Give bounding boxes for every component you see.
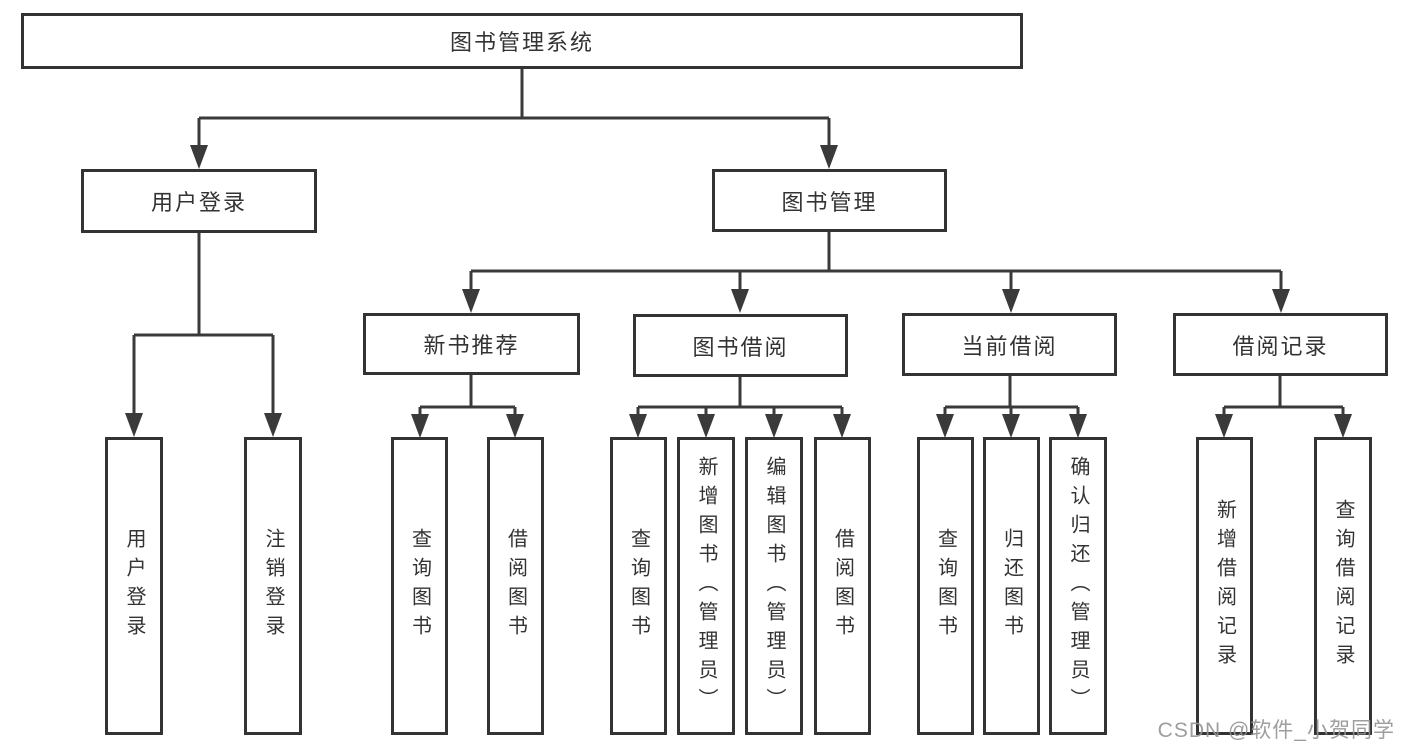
connector-currentborrow-to-children [943, 376, 1080, 415]
connector-bookborrow-to-children [636, 376, 844, 415]
arrowhead [833, 414, 851, 438]
arrowhead [697, 414, 715, 438]
arrowhead [765, 414, 783, 438]
leaf-label: 新增借阅记录 [1213, 499, 1236, 673]
leaf-current-confirm-admin: 确认归还（管理员） [1049, 437, 1107, 735]
arrowhead [462, 289, 480, 313]
arrowhead [411, 414, 429, 438]
arrowhead [820, 145, 838, 169]
connector-userlogin-to-children [132, 233, 275, 414]
node-user-login: 用户登录 [81, 169, 317, 233]
arrowhead [1215, 414, 1233, 438]
leaf-label: 用户登录 [123, 528, 145, 644]
leaf-user-login: 用户登录 [105, 437, 163, 735]
arrowhead [125, 413, 143, 437]
leaf-newbook-borrow: 借阅图书 [487, 437, 544, 735]
arrowhead [936, 414, 954, 438]
arrowhead [1334, 414, 1352, 438]
leaf-current-query: 查询图书 [917, 437, 974, 735]
leaf-label: 借阅图书 [831, 528, 854, 644]
leaf-label: 归还图书 [1000, 528, 1023, 644]
node-borrow-record: 借阅记录 [1173, 313, 1388, 376]
arrowhead [1272, 289, 1290, 313]
leaf-label: 查询图书 [408, 528, 431, 644]
leaf-record-query: 查询借阅记录 [1314, 437, 1372, 735]
leaf-borrow-borrow: 借阅图书 [814, 437, 871, 735]
leaf-label: 确认归还（管理员） [1067, 455, 1089, 717]
arrowhead [1069, 414, 1087, 438]
connector-newbook-to-children [418, 375, 517, 415]
leaf-label: 查询图书 [627, 528, 650, 644]
node-current-borrow: 当前借阅 [902, 313, 1117, 376]
node-book-management: 图书管理 [712, 169, 947, 232]
leaf-label: 借阅图书 [504, 528, 527, 644]
node-book-borrow: 图书借阅 [633, 314, 848, 377]
leaf-borrow-edit-admin: 编辑图书（管理员） [745, 437, 803, 735]
arrowhead [1002, 414, 1020, 438]
csdn-watermark: CSDN @软件_小贺同学 [1157, 719, 1395, 742]
node-new-book-recommend: 新书推荐 [363, 313, 580, 375]
arrowhead [1002, 289, 1020, 313]
leaf-record-add: 新增借阅记录 [1196, 437, 1253, 735]
leaf-label: 编辑图书（管理员） [763, 455, 785, 717]
arrowhead [190, 145, 208, 169]
arrowhead [264, 413, 282, 437]
leaf-logout: 注销登录 [244, 437, 302, 735]
leaf-newbook-query: 查询图书 [391, 437, 448, 735]
connector-root-to-level2 [197, 69, 831, 146]
leaf-label: 注销登录 [262, 528, 284, 644]
arrowhead [731, 289, 749, 313]
connector-borrowrecord-to-children [1222, 376, 1345, 415]
leaf-label: 查询图书 [934, 528, 957, 644]
leaf-borrow-add-admin: 新增图书（管理员） [677, 437, 735, 735]
connector-bookmgmt-to-level3 [469, 232, 1283, 290]
node-root-library-system: 图书管理系统 [21, 13, 1023, 69]
arrowhead [506, 414, 524, 438]
arrowhead [629, 414, 647, 438]
leaf-label: 新增图书（管理员） [695, 455, 717, 717]
leaf-borrow-query: 查询图书 [610, 437, 667, 735]
leaf-current-return: 归还图书 [983, 437, 1040, 735]
leaf-label: 查询借阅记录 [1332, 499, 1354, 673]
